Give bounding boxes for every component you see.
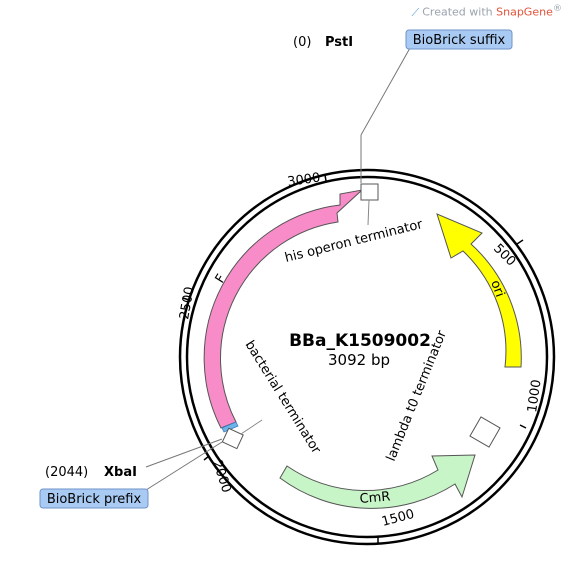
bacterial-terminator-leader <box>240 419 263 435</box>
feature-cmr-arrow <box>279 454 476 509</box>
snapgene-watermark: ⟋Created with SnapGene® <box>412 3 562 20</box>
pstI-position: (0) <box>293 35 311 50</box>
xbaI-position: (2044) <box>45 465 88 480</box>
biobrick-suffix-tag: BioBrick suffix <box>413 33 506 48</box>
tick-500 <box>516 239 524 245</box>
feature-his-terminator-box <box>360 183 379 201</box>
tick-2000 <box>203 455 210 461</box>
tick-3000 <box>324 174 327 182</box>
tick-label-2500: 2500 <box>177 285 198 320</box>
feature-f-arrow <box>203 189 364 429</box>
tick-label-3000: 3000 <box>286 171 321 190</box>
tick-2500 <box>182 297 190 301</box>
plasmid-name: BBa_K1509002 <box>289 331 431 351</box>
xbaI-prefix-leader <box>145 441 223 491</box>
snapgene-logo-icon: ⟋ <box>411 5 420 19</box>
feature-bacterial-terminator-box <box>221 427 244 450</box>
pstI-suffix-leader <box>360 47 411 136</box>
tick-1000 <box>519 424 527 429</box>
xbaI-leader <box>145 438 223 468</box>
biobrick-prefix-tag: BioBrick prefix <box>47 492 142 507</box>
plasmid-size: 3092 bp <box>328 351 390 369</box>
xbaI-enzyme: XbaI <box>104 465 137 480</box>
feature-bacterial-terminator-label: bacterial terminator <box>242 338 324 457</box>
tick-label-500: 500 <box>490 241 518 269</box>
watermark-brand: SnapGene <box>496 5 553 19</box>
tick-label-1500: 1500 <box>380 507 416 530</box>
watermark-prefix: Created with <box>422 5 497 19</box>
watermark-mark: ® <box>552 3 562 14</box>
feature-ori-label: ori <box>487 278 507 299</box>
feature-lambda-terminator-box <box>469 416 501 448</box>
his-terminator-leader <box>367 199 370 226</box>
tick-label-2000: 2000 <box>209 459 233 495</box>
tick-label-1000: 1000 <box>525 379 544 414</box>
biobrick-suffix-tag-bg <box>405 29 513 50</box>
feature-f-blue-stripe <box>221 421 239 433</box>
biobrick-prefix-tag-bg <box>39 488 149 509</box>
backbone-outer-circle <box>178 168 556 546</box>
backbone-inner-circle <box>185 175 549 539</box>
pstI-enzyme: PstI <box>325 35 353 50</box>
feature-cmr-label: CmR <box>359 489 391 507</box>
tick-marks <box>182 174 527 543</box>
feature-ori-arrow <box>436 213 522 368</box>
